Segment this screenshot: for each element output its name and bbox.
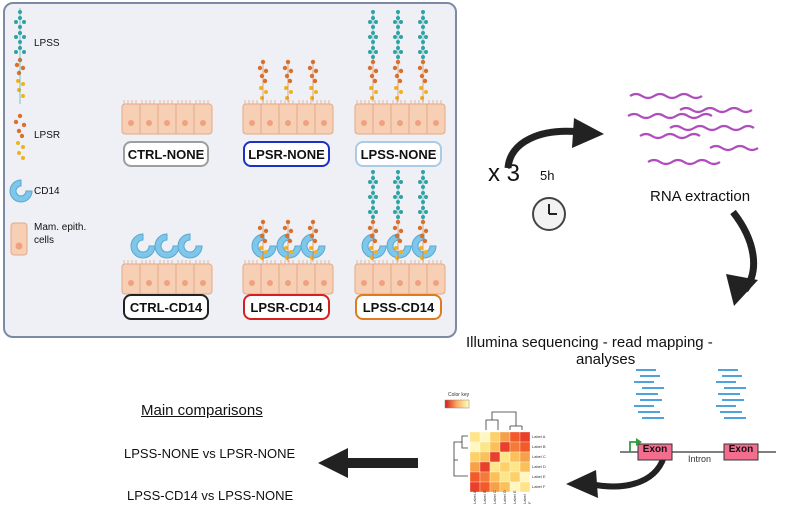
- heatmap-row-label: Label C: [532, 454, 546, 459]
- sequencing-label-line1: Illumina sequencing - read mapping -: [466, 334, 713, 351]
- arrow-to-rna-icon: [504, 118, 604, 169]
- mam-epith-legend-label-line2: cells: [34, 235, 55, 246]
- promoter-arrow-icon: [629, 438, 642, 452]
- heatmap-cells: [469, 431, 531, 493]
- exon-1-label: Exon: [642, 444, 668, 455]
- condition-lpss-none: LPSS-NONE: [355, 141, 442, 167]
- heatmap-row-label: Label F: [532, 484, 546, 489]
- condition-lpss-cd14: LPSS-CD14: [355, 294, 442, 320]
- heatmap-col-label: Label C: [492, 490, 497, 504]
- heatmap-color-key: [444, 399, 470, 409]
- rna-extraction-label: RNA extraction: [650, 188, 751, 205]
- lpss-legend-icon: [14, 8, 26, 104]
- heatmap-color-key-label: Color key: [448, 392, 470, 398]
- heatmap-row-label: Label A: [532, 434, 546, 439]
- heatmap-col-label: Label A: [472, 490, 477, 504]
- condition-ctrl-cd14: CTRL-CD14: [123, 294, 209, 320]
- heatmap-row-label: Label D: [532, 464, 546, 469]
- cd14-legend-label: CD14: [34, 186, 60, 197]
- duration-label: 5h: [540, 168, 555, 183]
- heatmap-col-label: Label F: [522, 494, 532, 504]
- clock-icon: [532, 197, 566, 231]
- repeat-label: x 3: [488, 160, 521, 187]
- heatmap-row-labels: Label A Label B Label C Label D Label E …: [532, 432, 546, 492]
- exon-2-label: Exon: [728, 444, 754, 455]
- condition-lpsr-none: LPSR-NONE: [243, 141, 330, 167]
- condition-ctrl-none: CTRL-NONE: [123, 141, 209, 167]
- heatmap-row-label: Label B: [532, 444, 546, 449]
- comparison-item: LPSS-CD14 vs LPSS-NONE: [127, 488, 294, 503]
- epithelial-cell-legend-icon: [10, 222, 28, 256]
- cd14-legend-icon: [9, 179, 33, 203]
- comparison-item: LPSS-NONE vs LPSR-NONE: [124, 446, 296, 461]
- heatmap-col-label: Label B: [482, 490, 487, 504]
- comparisons-title: Main comparisons: [141, 402, 263, 419]
- sequencing-label-line2: analyses: [576, 351, 636, 368]
- arrow-to-comparisons-icon: [318, 448, 418, 478]
- heatmap-col-labels: Label A Label B Label C Label D Label E …: [470, 490, 532, 512]
- rna-strands-icon: [627, 92, 759, 166]
- heatmap-col-label: Label D: [502, 490, 507, 504]
- heatmap-col-label: Label E: [512, 490, 517, 504]
- arrow-to-sequencing-icon: [726, 209, 758, 306]
- heatmap: [444, 399, 531, 493]
- lpsr-legend-icon: [13, 113, 27, 160]
- heatmap-row-label: Label E: [532, 474, 546, 479]
- lpss-legend-label: LPSS: [34, 38, 60, 49]
- lpsr-legend-label: LPSR: [34, 130, 61, 141]
- read-mapping-diagram: [620, 369, 776, 461]
- condition-lpsr-cd14: LPSR-CD14: [243, 294, 330, 320]
- intron-label: Intron: [688, 454, 712, 464]
- mam-epith-legend-label-line1: Mam. epith.: [34, 222, 87, 233]
